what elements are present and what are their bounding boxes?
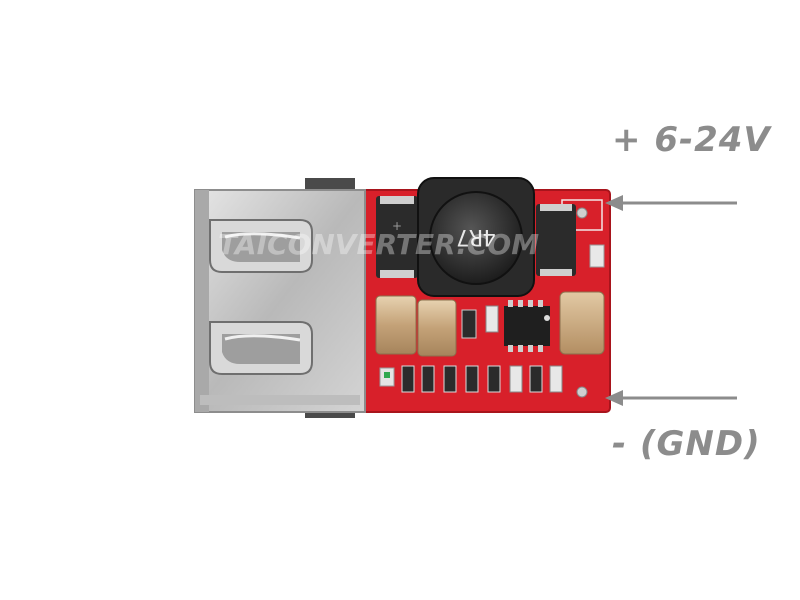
diode-right [536,204,576,276]
usb-connector [194,189,366,413]
capacitor-3 [559,291,605,355]
positive-voltage-label: + 6-24V [612,120,771,160]
left-arrow-icon [605,195,737,211]
left-arrow-icon [605,390,737,406]
inductor-marking: 4R7 [456,224,496,249]
resistor-a [461,309,477,339]
pad-gnd [576,386,588,398]
pad-vin [576,207,588,219]
ground-label: - (GND) [612,424,761,464]
capacitor-2 [417,299,457,357]
inductor: 4R7 [417,177,535,297]
capacitor-1 [375,295,417,355]
diode-left: + [376,196,418,278]
regulator-chip [504,300,550,352]
svg-text:+: + [392,219,402,233]
resistor-b [485,305,499,333]
resistor-row [401,365,563,393]
